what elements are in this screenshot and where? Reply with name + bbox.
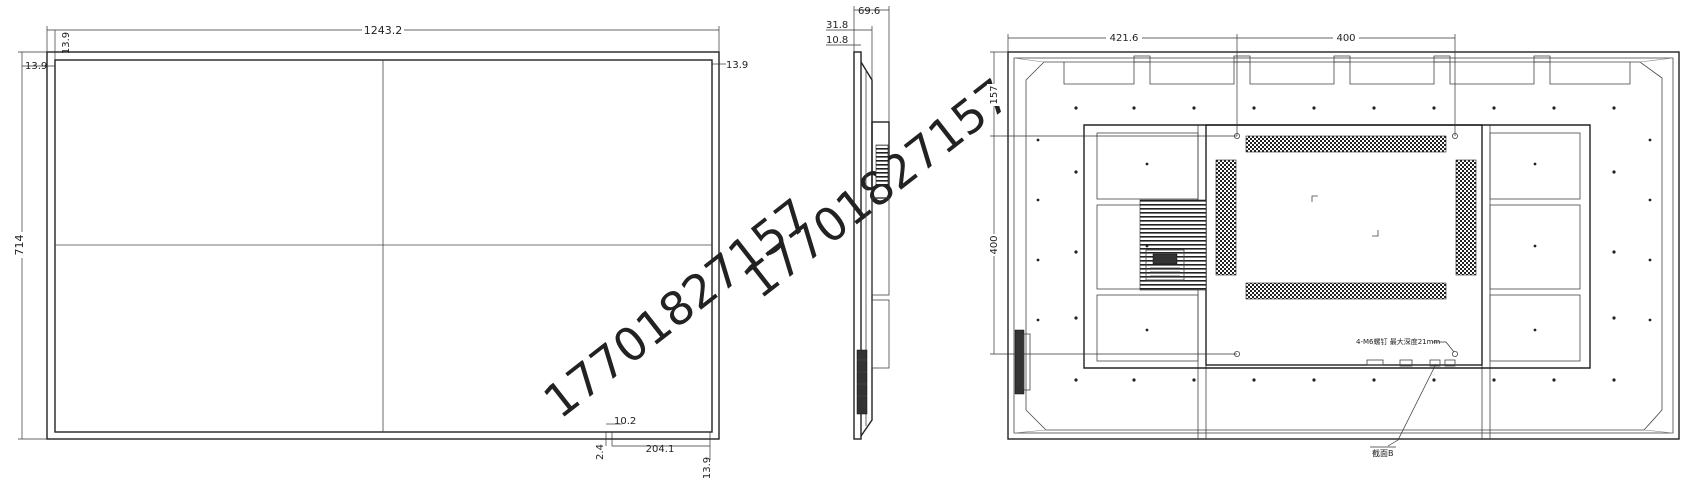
- rear-heatsink: [1139, 199, 1207, 291]
- dim-rear-offset-top: 157: [987, 51, 1237, 137]
- svg-text:17701827157: 17701827157: [734, 68, 1021, 309]
- rear-view: 421.6 400 157 400 4-M6螺钉 最大深度21mm: [987, 31, 1680, 458]
- dim-detail-c-label: 204.1: [646, 444, 675, 455]
- svg-text:17701827157: 17701827157: [534, 188, 821, 429]
- dim-rear-offset-left: 421.6: [1007, 31, 1238, 136]
- dim-bezel-right: 13.9: [712, 60, 748, 71]
- dim-detail-a-label: 10.2: [614, 416, 636, 427]
- rear-outer-frame: [1007, 51, 1680, 440]
- dim-bezel-left: 13.9: [22, 61, 55, 72]
- dim-bezel-top-label: 13.9: [61, 32, 72, 54]
- dim-rear-offset-top-label: 157: [989, 85, 1000, 104]
- side-view: 69.6 31.8 10.8: [826, 6, 890, 440]
- dim-vesa-horizontal-label: 400: [1336, 33, 1355, 44]
- dim-detail-b-label: 2.4: [595, 444, 606, 460]
- vesa-holes: [1234, 132, 1459, 357]
- side-bezel: [853, 51, 862, 440]
- dim-rear-offset-left-label: 421.6: [1110, 33, 1139, 44]
- dim-height-label: 714: [13, 235, 26, 256]
- dim-bottom-details: 10.2 2.4 204.1 13.9: [595, 416, 713, 479]
- dim-depth-panel: 31.8: [826, 20, 873, 80]
- dim-depth-total: 69.6: [853, 6, 890, 122]
- section-callout-label: 截面B: [1372, 448, 1394, 458]
- dim-bezel-depth-label: 10.8: [826, 35, 848, 46]
- dim-height: 714: [13, 51, 47, 440]
- screw-note-label: 4-M6螺钉 最大深度21mm: [1356, 337, 1440, 346]
- dim-vesa-horizontal: 400: [1237, 31, 1456, 136]
- dim-width: 1243.2: [46, 22, 720, 52]
- dim-vesa-vertical-label: 400: [989, 235, 1000, 254]
- front-view: 1243.2 13.9 13.9 13.9 714: [13, 22, 748, 479]
- dim-depth-total-label: 69.6: [858, 6, 880, 17]
- section-callout: 截面B: [1370, 363, 1437, 458]
- screw-note: 4-M6螺钉 最大深度21mm: [1356, 337, 1455, 353]
- front-screen-area: [54, 59, 713, 433]
- dim-bezel-top: 13.9: [54, 30, 72, 60]
- rear-right-modules: [1489, 132, 1581, 362]
- dim-bezel-right-label: 13.9: [726, 60, 748, 71]
- rear-screw-dots: [1036, 106, 1652, 382]
- rear-vents: [1215, 135, 1477, 300]
- watermark: 17701827157 17701827157: [534, 68, 1021, 429]
- dim-bezel-bottom-label: 13.9: [702, 457, 713, 479]
- dim-depth-panel-label: 31.8: [826, 20, 848, 31]
- dim-bezel-depth: 10.8: [826, 35, 861, 46]
- dim-bezel-left-label: 13.9: [25, 61, 47, 72]
- rear-top-tabs: [1063, 55, 1631, 85]
- dim-width-label: 1243.2: [364, 24, 403, 37]
- dim-vesa-vertical: 400: [987, 136, 1237, 355]
- rear-io-ports: [1014, 329, 1031, 395]
- front-outer-frame: [46, 51, 720, 440]
